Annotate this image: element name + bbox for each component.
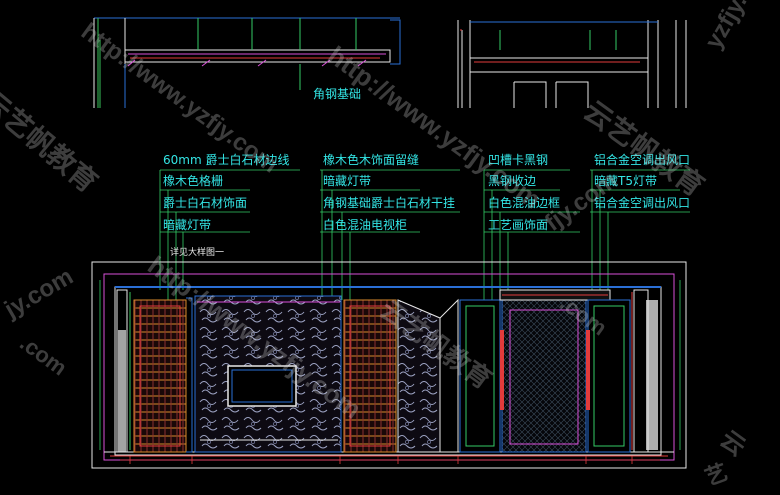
middle-grille-panel xyxy=(343,299,397,453)
callout-label: 黑钢收边 xyxy=(488,174,537,188)
callout-label: 铝合金空调出风口 xyxy=(594,153,691,167)
callout-label: 铝合金空调出风口 xyxy=(594,196,691,210)
top-callout-label: 角钢基础 xyxy=(313,87,362,101)
right-wall xyxy=(631,289,658,453)
callout-label: 暗藏灯带 xyxy=(323,174,372,188)
callout-label: 暗藏灯带 xyxy=(163,218,212,232)
left-wall xyxy=(116,289,131,453)
callout-label: 60mm 爵士白石材边线 xyxy=(163,153,290,167)
callout-label: 白色混油边框 xyxy=(488,196,561,210)
callout-label: 角钢基础爵士白石材干挂 xyxy=(323,196,456,210)
callout-label: 白色混油电视柜 xyxy=(323,218,408,232)
callout-label: 凹槽卡黑钢 xyxy=(488,153,549,167)
stone-wall xyxy=(194,295,342,453)
callout-label: 工艺画饰面 xyxy=(488,218,549,232)
right-art-panel xyxy=(459,289,631,453)
dimension-lines xyxy=(99,280,681,464)
section-plan-right xyxy=(457,20,687,108)
detail-reference-note: 详见大样图一 xyxy=(170,248,225,258)
left-grille-panel xyxy=(133,297,193,453)
callout-label: 暗藏T5灯带 xyxy=(594,174,657,188)
callout-label: 橡木色格栅 xyxy=(163,174,224,188)
angled-wall xyxy=(397,298,459,453)
callout-label: 橡木色木饰面留缝 xyxy=(323,153,420,167)
leader-lines xyxy=(159,169,690,300)
section-plan-left xyxy=(93,17,401,108)
callout-label: 爵士白石材饰面 xyxy=(163,196,248,210)
